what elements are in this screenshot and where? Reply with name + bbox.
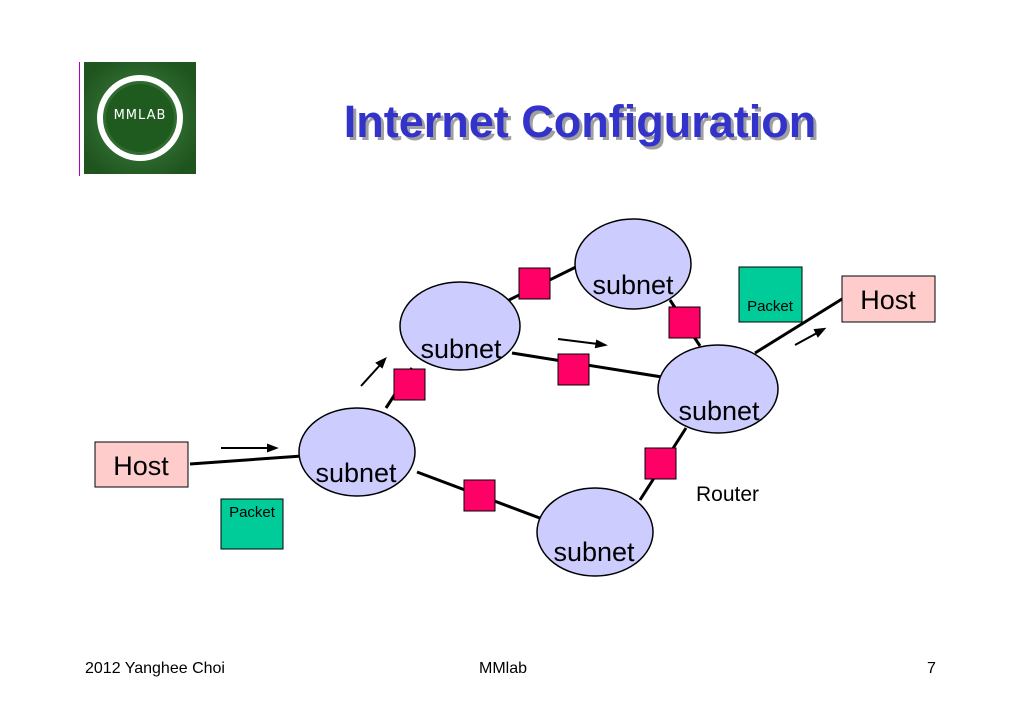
host-right-box <box>841 275 936 323</box>
logo-graphic <box>84 62 196 174</box>
router-label: Router <box>696 483 759 506</box>
subnet-bottom-label: subnet <box>553 537 635 567</box>
router-upper-left <box>393 368 426 401</box>
router-middle <box>557 353 590 386</box>
subnet-upper <box>399 281 521 371</box>
subnet-shapes <box>298 218 779 577</box>
subnet-left <box>298 407 416 497</box>
footer-lab: MMlab <box>479 660 528 677</box>
subnet-top-label: subnet <box>592 270 674 300</box>
host-left-label: Host <box>113 451 169 481</box>
arrow-2-head <box>375 356 387 369</box>
packet-left-label: Packet <box>229 504 276 521</box>
subnet-top <box>574 218 692 310</box>
footer-page-number: 7 <box>927 660 936 677</box>
arrow-2 <box>360 363 382 387</box>
logo-label: MMLAB <box>113 108 167 123</box>
packet-left-box <box>220 498 284 550</box>
slide-title: Internet Configuration <box>343 96 817 147</box>
subnet-bottom <box>536 487 654 577</box>
arrow-4-head <box>813 327 827 338</box>
arrow-3 <box>557 338 599 345</box>
mmlab-logo: MMLAB <box>79 62 198 176</box>
router-top-right <box>668 306 701 339</box>
packet-right-box <box>738 266 803 323</box>
packet-arrows <box>221 327 827 453</box>
subnet-right <box>657 344 779 434</box>
subnet-left-label: subnet <box>315 458 397 488</box>
link-host-left <box>189 454 303 466</box>
arrow-4 <box>794 332 818 346</box>
router-bottom-left <box>463 479 496 512</box>
link-right-host <box>754 297 843 355</box>
subnet-labels: subnet subnet subnet subnet subnet <box>315 270 760 567</box>
host-right-label: Host <box>860 285 916 315</box>
packet-right-label: Packet <box>747 298 794 315</box>
subnet-upper-label: subnet <box>420 334 502 364</box>
footer-author: 2012 Yanghee Choi <box>85 660 225 677</box>
arrow-1-head <box>267 443 279 453</box>
router-bottom-right <box>644 447 677 480</box>
host-left-box <box>94 441 189 488</box>
arrow-3-head <box>594 339 608 349</box>
subnet-right-label: subnet <box>678 396 760 426</box>
routers <box>393 267 701 512</box>
router-top <box>518 267 551 300</box>
